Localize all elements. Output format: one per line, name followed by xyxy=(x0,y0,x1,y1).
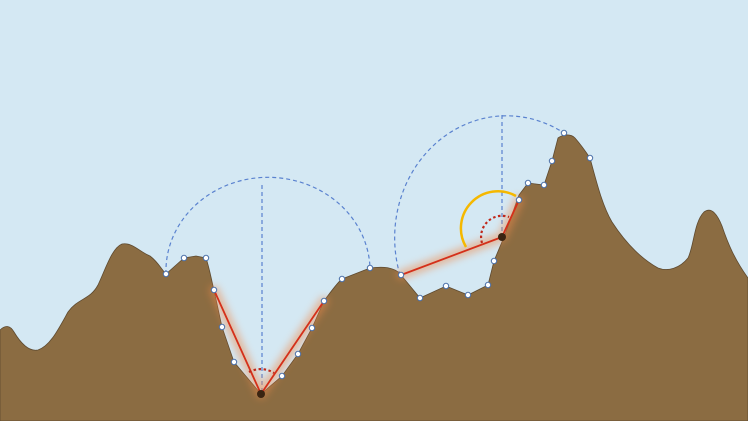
terrain-vertex xyxy=(484,281,492,289)
terrain-vertex xyxy=(294,350,302,358)
terrain-profile xyxy=(0,134,748,421)
sight-line-ridge-right xyxy=(501,199,520,238)
terrain-vertex xyxy=(180,254,188,262)
terrain-vertex xyxy=(338,275,346,283)
terrain-vertex xyxy=(548,157,556,165)
observer-point-valley xyxy=(257,390,265,398)
terrain-vertex xyxy=(524,179,532,187)
terrain-vertices xyxy=(162,129,594,380)
terrain-vertex xyxy=(416,294,424,302)
terrain-vertex xyxy=(442,282,450,290)
angle-arc-ridge xyxy=(479,214,510,244)
guide-arc-valley xyxy=(165,176,371,275)
terrain-vertex xyxy=(366,264,374,272)
terrain-vertex xyxy=(308,324,316,332)
visibility-guides xyxy=(165,115,565,394)
terrain-vertex xyxy=(490,257,498,265)
sight-line-valley-left xyxy=(213,289,262,395)
terrain-vertex xyxy=(218,323,226,331)
terrain-vertex xyxy=(210,286,218,294)
sight-line-valley-right xyxy=(260,300,325,395)
terrain-vertex xyxy=(230,358,238,366)
terrain-vertex xyxy=(560,129,568,137)
terrain-vertex xyxy=(162,270,170,278)
observer-point-ridge xyxy=(498,233,506,241)
terrain-vertex xyxy=(320,297,328,305)
angle-arc-valley xyxy=(248,368,275,374)
terrain-vertex xyxy=(515,196,523,204)
sight-line-ridge-left xyxy=(400,236,503,276)
terrain-vertex xyxy=(464,291,472,299)
terrain-vertex xyxy=(397,271,405,279)
terrain-vertex xyxy=(278,372,286,380)
terrain-vertex xyxy=(540,181,548,189)
terrain-vertex xyxy=(586,154,594,162)
terrain-vertex xyxy=(202,254,210,262)
sight-lines xyxy=(213,199,520,395)
guide-arc-ridge xyxy=(394,115,565,276)
angle-highlight-arc-ridge xyxy=(459,190,517,248)
